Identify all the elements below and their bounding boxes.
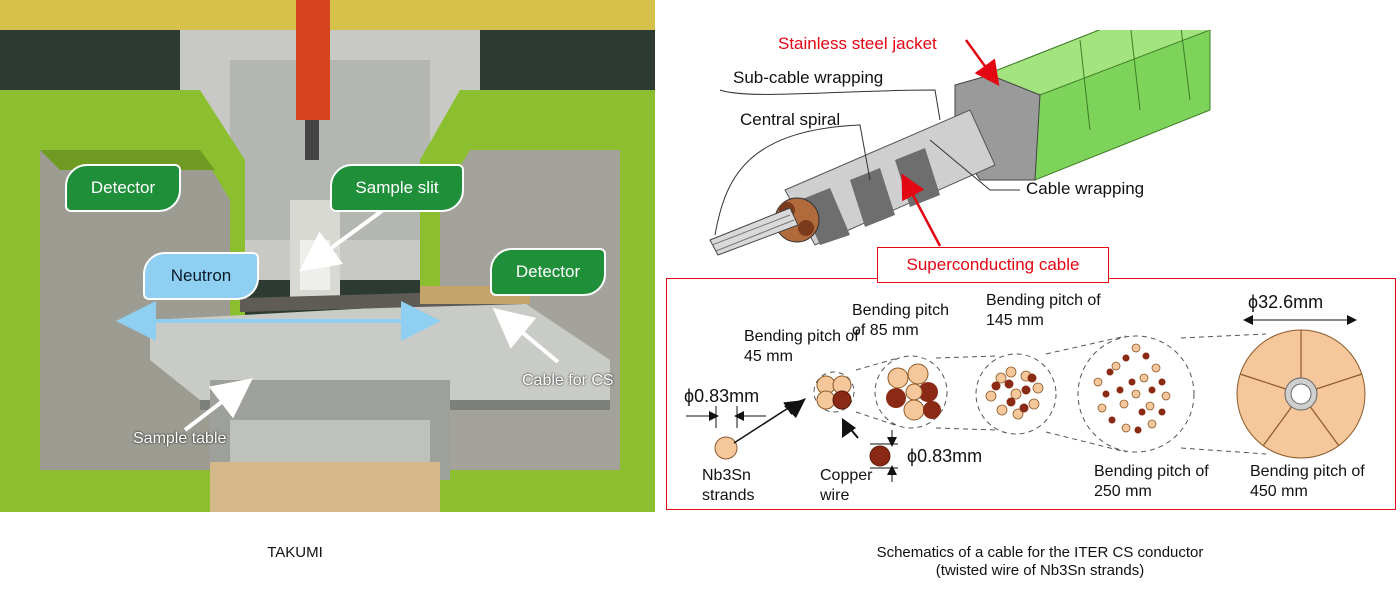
nb3sn-strands-label: Nb3Sn strands — [702, 467, 755, 504]
sub-cable-wrapping-label: Sub-cable wrapping — [733, 68, 884, 87]
cable-wrapping-label: Cable wrapping — [1026, 179, 1145, 198]
schematic-caption-line1: Schematics of a cable for the ITER CS co… — [876, 544, 1204, 561]
photo-annotation-arrows — [116, 203, 560, 432]
superconducting-cable-leader — [901, 173, 942, 247]
schematic-caption-line2: (twisted wire of Nb3Sn strands) — [935, 562, 1145, 579]
jacket-leader — [964, 39, 1000, 87]
cable-hierarchy-drawing — [686, 315, 1366, 482]
stage5-pitch-label: Bending pitch of 450 mm — [1250, 463, 1365, 500]
cable-wrapping-leader — [929, 139, 1020, 191]
stainless-steel-jacket-label: Stainless steel jacket — [778, 34, 937, 53]
cable-diameter-label: ϕ32.6mm — [1248, 292, 1324, 312]
sub-cable-leader — [719, 89, 941, 121]
copper-diameter-label: ϕ0.83mm — [907, 446, 983, 466]
stage1-pitch-label: Bending pitch of 45 mm — [744, 328, 859, 365]
detector-left-label: Detector — [65, 164, 181, 212]
detector-right-label: Detector — [490, 248, 606, 296]
stage4-pitch-label: Bending pitch of 250 mm — [1094, 463, 1209, 500]
sample-slit-arrow — [299, 203, 392, 272]
takumi-caption: TAKUMI — [267, 544, 323, 561]
central-spiral-label: Central spiral — [740, 110, 841, 129]
superconducting-cable-title: Superconducting cable — [877, 247, 1109, 283]
sample-table-label: Sample table — [133, 430, 227, 447]
conductor-drawing — [709, 30, 1212, 256]
neutron-label: Neutron — [143, 252, 259, 300]
strand-diameter-label: ϕ0.83mm — [684, 386, 760, 406]
stage3-pitch-label: Bending pitch of 145 mm — [986, 292, 1101, 329]
sample-table-arrow — [183, 378, 253, 432]
sample-slit-label: Sample slit — [330, 164, 464, 212]
central-spiral-leader — [714, 124, 871, 236]
copper-wire-label: Copper wire — [820, 467, 873, 504]
schematic-caption: Schematics of a cable for the ITER CS co… — [760, 544, 1320, 580]
cable-for-cs-label: Cable for CS — [522, 372, 614, 389]
stage2-pitch-label: Bending pitch of 85 mm — [852, 302, 949, 339]
cable-for-cs-arrow — [492, 307, 560, 364]
